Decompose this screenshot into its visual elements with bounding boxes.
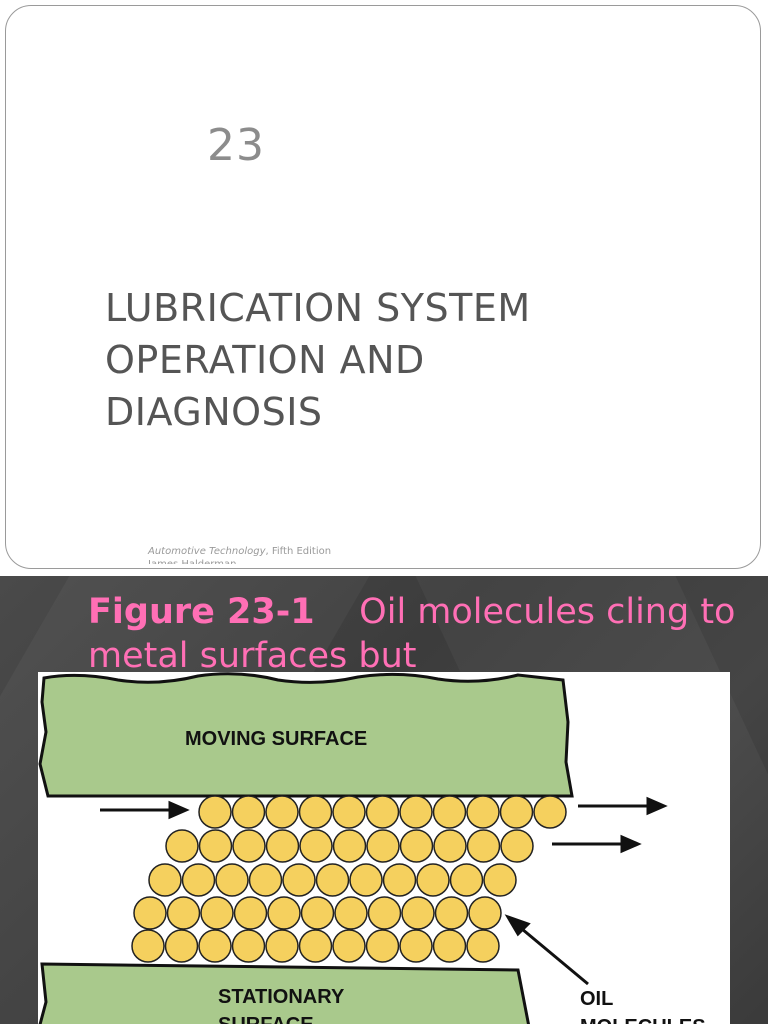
oil-molecule	[299, 829, 333, 863]
motion-arrows	[100, 796, 668, 986]
chapter-number: 23	[207, 120, 265, 171]
oil-molecule	[131, 929, 165, 963]
title-slide: 23 LUBRICATION SYSTEM OPERATION AND DIAG…	[5, 5, 761, 569]
oil-molecule	[200, 896, 234, 930]
oil-molecule	[265, 795, 299, 829]
title-line-1: LUBRICATION SYSTEM	[105, 286, 531, 330]
oil-molecule	[181, 863, 216, 897]
figure-image: MOVING SURFACE STATIONARY SURFACE OIL MO…	[38, 672, 730, 1024]
oil-molecule	[432, 795, 467, 829]
footer-edition: , Fifth Edition	[265, 546, 332, 557]
oil-molecule	[265, 929, 299, 963]
label-moving-surface: MOVING SURFACE	[185, 728, 368, 750]
oil-molecule	[416, 863, 450, 897]
oil-molecule	[432, 929, 467, 963]
oil-molecule	[233, 896, 268, 930]
oil-molecule	[399, 929, 433, 963]
oil-molecule	[164, 929, 199, 963]
oil-molecule	[466, 829, 501, 863]
oil-molecule	[215, 863, 249, 897]
oil-molecule	[434, 896, 469, 930]
oil-molecule	[198, 829, 233, 863]
oil-molecule	[466, 929, 500, 963]
oil-molecule	[248, 863, 283, 897]
oil-molecule	[349, 863, 383, 897]
label-oil-molecules: OIL	[580, 988, 614, 1010]
figure-slide: Figure 23-1 Oil molecules cling to metal…	[0, 576, 768, 1024]
oil-molecule	[401, 896, 435, 930]
slide-frame	[5, 5, 761, 569]
footer-author: James Halderman	[148, 558, 331, 564]
stationary-surface-plate	[38, 962, 530, 1024]
oil-molecule	[267, 896, 301, 930]
oil-molecule	[332, 795, 366, 829]
oil-molecule	[449, 863, 484, 897]
title-line-3: DIAGNOSIS	[105, 390, 323, 434]
label-stationary-surface: STATIONARY	[218, 986, 345, 1008]
oil-molecule	[198, 795, 232, 829]
oil-molecule	[165, 829, 199, 863]
oil-molecule	[166, 896, 201, 930]
oil-molecules	[131, 795, 567, 963]
oil-molecule	[483, 863, 517, 897]
oil-molecule	[366, 829, 400, 863]
oil-molecule	[433, 829, 467, 863]
oil-molecule	[265, 829, 300, 863]
slide-title: LUBRICATION SYSTEM OPERATION AND DIAGNOS…	[105, 282, 725, 438]
oil-molecule	[367, 896, 402, 930]
oil-molecule	[300, 896, 335, 930]
figure-caption: Figure 23-1 Oil molecules cling to metal…	[88, 590, 768, 678]
oil-molecule	[365, 795, 400, 829]
oil-molecule	[315, 863, 350, 897]
oil-molecule	[231, 795, 266, 829]
oil-molecule	[499, 795, 534, 829]
oil-molecule	[468, 896, 502, 930]
oil-molecule	[232, 829, 266, 863]
oil-molecules-diagram	[38, 672, 668, 1024]
label-stationary-surface-2: SURFACE	[218, 1014, 314, 1024]
oil-molecule	[466, 795, 500, 829]
title-line-2: OPERATION AND	[105, 338, 425, 382]
oil-molecule	[500, 829, 534, 863]
oil-molecule	[399, 829, 434, 863]
oil-molecule	[399, 795, 433, 829]
oil-molecule	[332, 829, 367, 863]
oil-molecule	[298, 795, 333, 829]
oil-molecule	[282, 863, 316, 897]
oil-molecule	[382, 863, 417, 897]
oil-molecule	[198, 929, 232, 963]
oil-molecule	[298, 929, 333, 963]
moving-surface-plate	[38, 672, 574, 798]
figure-caption-text: Oil molecules cling to metal surfaces bu…	[88, 592, 736, 676]
oil-molecule	[332, 929, 366, 963]
oil-molecule	[334, 896, 368, 930]
oil-molecule	[533, 795, 567, 829]
oil-molecule	[365, 929, 400, 963]
label-oil-molecules-2: MOLECULES	[580, 1016, 706, 1024]
figure-number: Figure 23-1	[88, 592, 315, 632]
oil-molecule	[133, 896, 167, 930]
slide-footer: Automotive Technology, Fifth Edition Jam…	[148, 545, 331, 564]
oil-molecule	[231, 929, 266, 963]
oil-molecule	[148, 863, 182, 897]
footer-book-title: Automotive Technology	[148, 546, 266, 557]
